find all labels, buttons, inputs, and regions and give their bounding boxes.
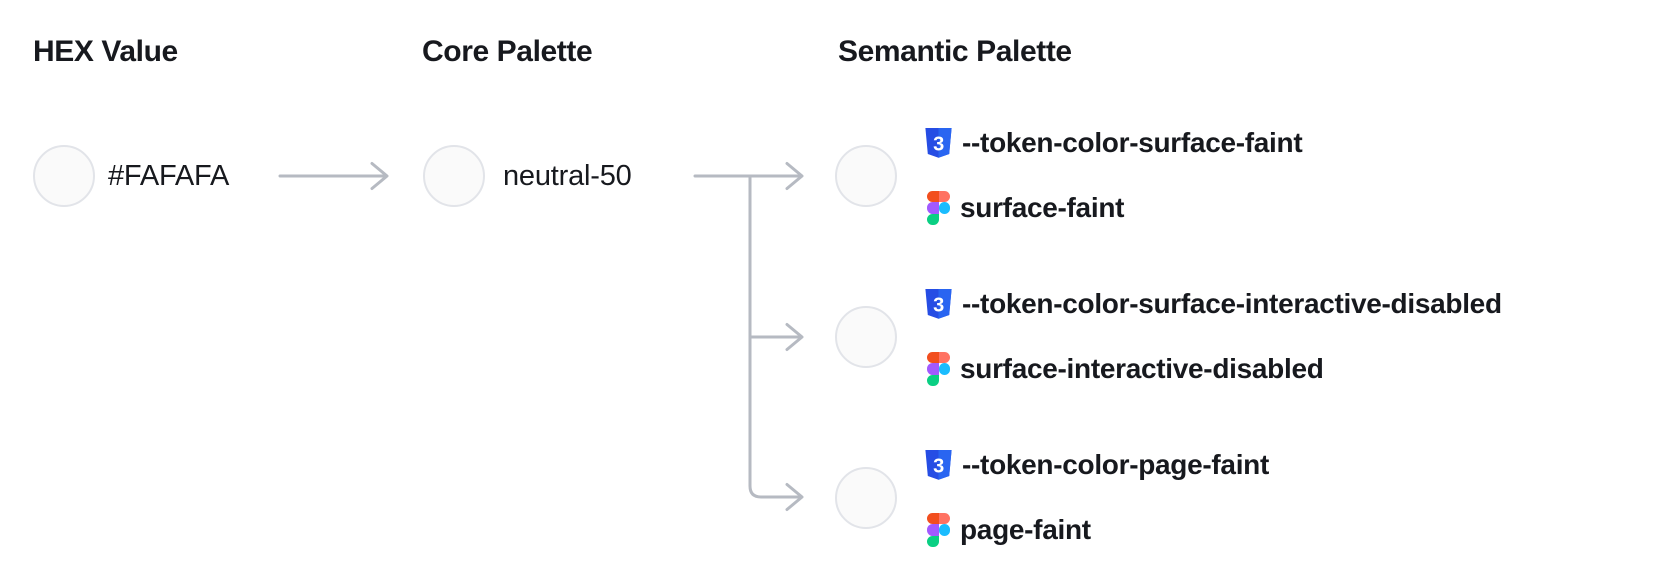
figma-token-name: page-faint (960, 514, 1091, 545)
hex-value-label: #FAFAFA (108, 160, 230, 192)
css3-shield-icon: 3 (925, 450, 952, 480)
arrow-branch-to-semantic-3-icon (748, 174, 804, 511)
css-token-name: --token-color-surface-faint (962, 127, 1303, 158)
figma-logo-icon (927, 352, 950, 386)
figma-logo-icon (927, 513, 950, 547)
figma-token-name: surface-interactive-disabled (960, 353, 1324, 384)
css-token-line: 3 --token-color-surface-faint (925, 126, 1303, 160)
core-color-swatch (423, 145, 485, 207)
semantic-palette-header: Semantic Palette (838, 35, 1072, 68)
css-token-name: --token-color-surface-interactive-disabl… (962, 288, 1502, 319)
svg-text:3: 3 (933, 294, 944, 316)
arrow-core-to-semantic-1-icon (693, 162, 804, 190)
semantic-color-swatch (835, 145, 897, 207)
svg-text:3: 3 (933, 133, 944, 155)
hex-value-header: HEX Value (33, 35, 178, 68)
hex-color-swatch (33, 145, 95, 207)
arrow-hex-to-core-icon (278, 162, 389, 190)
css-token-line: 3 --token-color-page-faint (925, 448, 1269, 482)
core-palette-label: neutral-50 (503, 160, 632, 192)
arrow-branch-to-semantic-2-icon (748, 323, 804, 351)
semantic-color-swatch (835, 467, 897, 529)
figma-token-name: surface-faint (960, 192, 1125, 223)
semantic-color-swatch (835, 306, 897, 368)
figma-token-line: surface-interactive-disabled (927, 352, 1324, 386)
core-palette-header: Core Palette (422, 35, 593, 68)
figma-logo-icon (927, 191, 950, 225)
css-token-name: --token-color-page-faint (962, 449, 1270, 480)
svg-text:3: 3 (933, 455, 944, 477)
css3-shield-icon: 3 (925, 289, 952, 319)
figma-token-line: surface-faint (927, 191, 1124, 225)
css-token-line: 3 --token-color-surface-interactive-disa… (925, 287, 1502, 321)
figma-token-line: page-faint (927, 513, 1091, 547)
css3-shield-icon: 3 (925, 128, 952, 158)
